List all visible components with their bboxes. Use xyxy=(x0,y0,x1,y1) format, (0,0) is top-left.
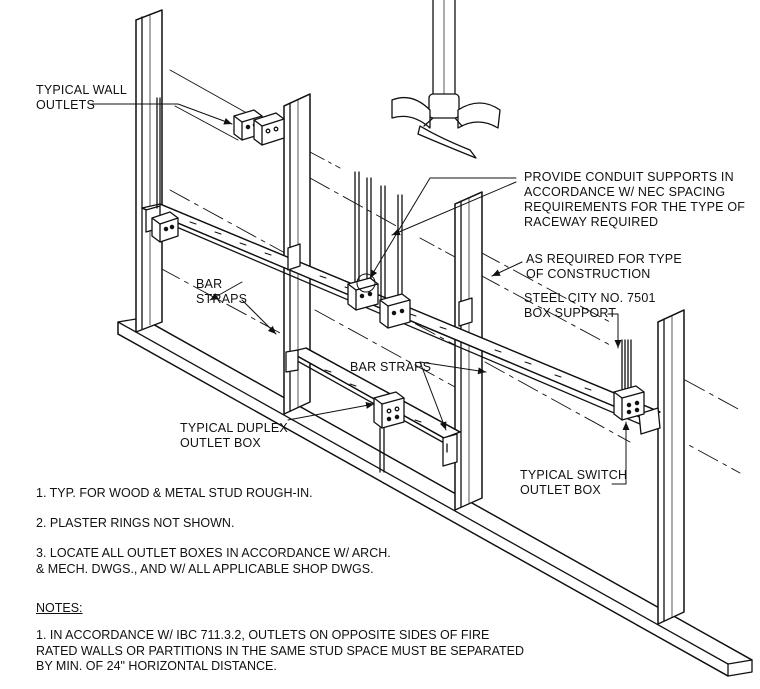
metal-stud-1 xyxy=(135,9,163,333)
label-line: BAR xyxy=(196,277,223,291)
label-line: STEEL CITY NO. 7501 xyxy=(524,291,656,305)
outlet-box-center-lower xyxy=(379,293,411,329)
label-line: AS REQUIRED FOR TYPE xyxy=(526,252,682,266)
label-typical-wall-outlets: TYPICAL WALL OUTLETS xyxy=(36,83,127,113)
note-line: & MECH. DWGS., AND W/ ALL APPLICABLE SHO… xyxy=(36,561,374,576)
bar-strap-lower xyxy=(289,347,461,445)
overhead-conduit xyxy=(391,0,501,159)
general-note-1: 1. TYP. FOR WOOD & METAL STUD ROUGH-IN. xyxy=(36,486,313,502)
conduit-stubs xyxy=(156,97,632,393)
notes-heading: NOTES: xyxy=(36,601,83,615)
label-switch-outlet-box: TYPICAL SWITCH OUTLET BOX xyxy=(520,468,627,498)
label-line: BOX SUPPORT xyxy=(524,306,617,320)
label-line: TYPICAL WALL xyxy=(36,83,128,97)
outlet-box-center-upper xyxy=(347,273,379,311)
leader-lines xyxy=(91,103,630,485)
label-line: BAR STRAPS xyxy=(350,360,432,374)
label-line: OF CONSTRUCTION xyxy=(526,267,651,281)
label-line: OUTLET BOX xyxy=(520,483,601,497)
label-line: PROVIDE CONDUIT SUPPORTS IN xyxy=(524,170,734,184)
label-line: OUTLET BOX xyxy=(180,436,261,450)
label-bar-straps-left: BAR STRAPS xyxy=(196,277,247,307)
label-line: ACCORDANCE W/ NEC SPACING xyxy=(524,185,726,199)
label-line: RACEWAY REQUIRED xyxy=(524,215,659,229)
note-line: 2. PLASTER RINGS NOT SHOWN. xyxy=(36,516,235,530)
label-duplex-outlet-box: TYPICAL DUPLEX OUTLET BOX xyxy=(180,421,288,451)
label-line: STRAPS xyxy=(196,292,248,306)
note-line: 3. LOCATE ALL OUTLET BOXES IN ACCORDANCE… xyxy=(36,546,391,560)
label-line: TYPICAL DUPLEX xyxy=(180,421,288,435)
outlet-box-upper-left xyxy=(151,211,179,243)
label-bar-straps-center: BAR STRAPS xyxy=(350,360,431,375)
lower-strap-brackets xyxy=(285,349,458,467)
label-box-support: STEEL CITY NO. 7501 BOX SUPPORT xyxy=(524,291,656,321)
metal-stud-4 xyxy=(657,309,685,625)
label-line: REQUIREMENTS FOR THE TYPE OF xyxy=(524,200,746,214)
wall-outlet-boxes xyxy=(233,109,285,146)
note-line: RATED WALLS OR PARTITIONS IN THE SAME ST… xyxy=(36,643,525,658)
general-note-3: 3. LOCATE ALL OUTLET BOXES IN ACCORDANCE… xyxy=(36,546,391,577)
label-line: OUTLETS xyxy=(36,98,96,112)
general-note-2: 2. PLASTER RINGS NOT SHOWN. xyxy=(36,516,234,532)
note-line: 1. IN ACCORDANCE W/ IBC 711.3.2, OUTLETS… xyxy=(36,628,490,642)
notes-body: 1. IN ACCORDANCE W/ IBC 711.3.2, OUTLETS… xyxy=(36,628,524,675)
note-line: BY MIN. OF 24" HORIZONTAL DISTANCE. xyxy=(36,659,277,673)
label-line: TYPICAL SWITCH xyxy=(520,468,628,482)
label-as-required: AS REQUIRED FOR TYPE OF CONSTRUCTION xyxy=(526,252,682,282)
switch-outlet-box xyxy=(613,385,645,421)
note-line: 1. TYP. FOR WOOD & METAL STUD ROUGH-IN. xyxy=(36,486,313,500)
duplex-outlet-box xyxy=(373,391,405,473)
label-conduit-supports: PROVIDE CONDUIT SUPPORTS IN ACCORDANCE W… xyxy=(524,170,745,230)
